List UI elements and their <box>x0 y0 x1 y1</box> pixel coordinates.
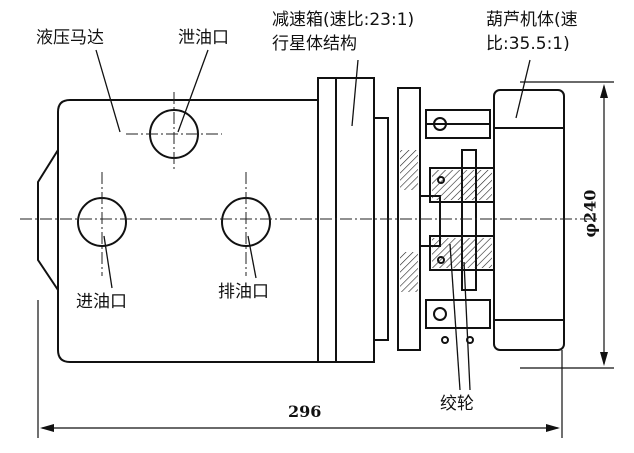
label-winch-body-line2: 比:35.5:1) <box>486 34 570 54</box>
label-reducer-line2: 行星体结构 <box>272 34 357 54</box>
label-drain-port: 泄油口 <box>178 28 229 48</box>
label-outlet-port: 排油口 <box>218 282 269 302</box>
motor-nose <box>37 149 59 291</box>
dimension-body-diameter: φ240 <box>580 189 600 238</box>
label-reducer-line1: 减速箱(速比:23:1) <box>272 10 415 30</box>
bolt-bottom <box>425 299 491 329</box>
reducer-housing <box>317 77 375 363</box>
reducer-plate <box>373 117 389 341</box>
label-winch-body-line1: 葫芦机体(速 <box>486 10 578 30</box>
dimension-overall-length: 296 <box>288 402 322 421</box>
hydraulic-motor-body <box>57 99 319 363</box>
label-hydraulic-motor: 液压马达 <box>36 28 104 48</box>
label-inlet-port: 进油口 <box>76 292 127 312</box>
label-sprocket: 绞轮 <box>440 394 474 414</box>
winch-body <box>493 89 565 351</box>
